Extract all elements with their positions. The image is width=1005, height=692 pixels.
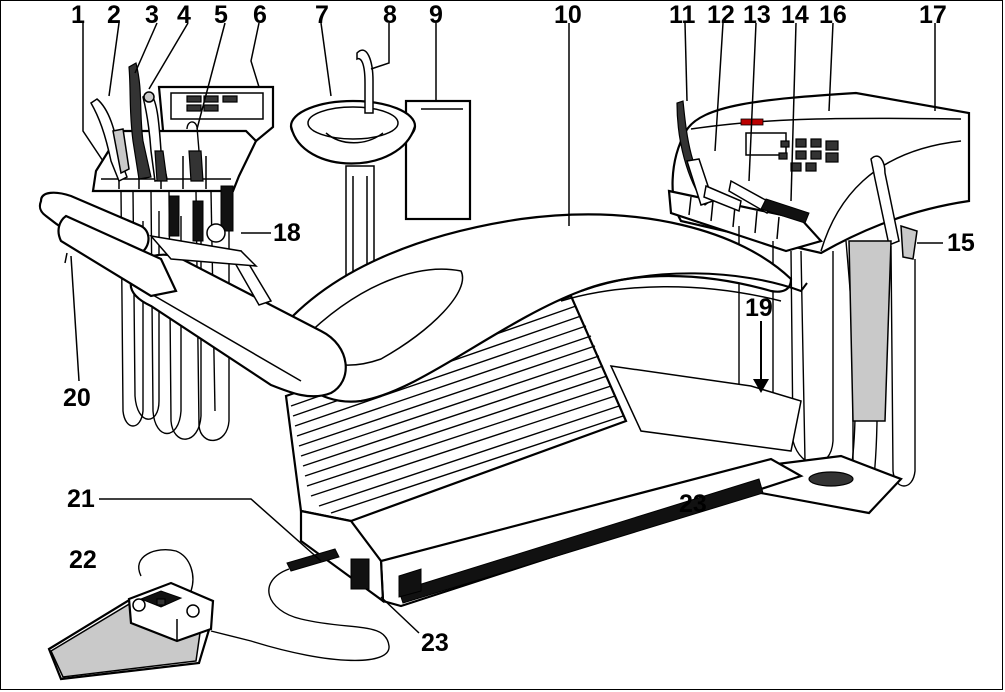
label-18: 18 xyxy=(273,219,301,247)
label-20: 20 xyxy=(63,384,91,412)
holder-joint xyxy=(206,223,226,243)
cuspidor-housing xyxy=(404,99,472,221)
instrument-15 xyxy=(870,155,900,247)
label-9: 9 xyxy=(429,1,443,29)
label-19: 19 xyxy=(745,294,773,322)
arrow-19 xyxy=(753,379,769,393)
label-3: 3 xyxy=(145,1,159,29)
chair-backrest xyxy=(129,253,347,398)
console-keypad xyxy=(778,138,839,172)
label-7: 7 xyxy=(315,1,329,29)
label-6: 6 xyxy=(253,1,267,29)
leader-6 xyxy=(250,22,260,88)
left-instrument-tray xyxy=(90,62,275,442)
leader-3 xyxy=(134,22,158,74)
label-1: 1 xyxy=(71,1,85,29)
leader-21 xyxy=(99,498,322,562)
leader-20 xyxy=(70,255,80,382)
label-8: 8 xyxy=(383,1,397,29)
leader-5 xyxy=(196,22,226,130)
label-13: 13 xyxy=(743,1,771,29)
chair-seat xyxy=(269,213,793,403)
label-14: 14 xyxy=(781,1,809,29)
label-4: 4 xyxy=(177,1,191,29)
glass-filler-spout xyxy=(356,49,374,114)
chair-platform xyxy=(609,365,802,452)
instrument-handpiece-3 xyxy=(128,62,152,180)
leader-4 xyxy=(148,22,189,90)
leader-8 xyxy=(370,23,390,70)
instrument-14 xyxy=(760,198,810,224)
label-5: 5 xyxy=(214,1,228,29)
label-2: 2 xyxy=(107,1,121,29)
leader-11 xyxy=(684,22,688,102)
leader-16 xyxy=(828,22,834,112)
label-23-bottom: 23 xyxy=(421,629,449,657)
labels: 1 2 3 4 5 6 7 8 9 10 11 12 13 14 16 17 1… xyxy=(63,1,975,657)
label-17: 17 xyxy=(919,1,947,29)
leader-23b xyxy=(380,596,420,634)
dental-chair xyxy=(38,191,808,608)
label-11: 11 xyxy=(669,1,696,29)
spittoon-group xyxy=(289,49,472,277)
base-trim-strip xyxy=(398,478,764,604)
leader-lines xyxy=(70,22,943,634)
leader-13 xyxy=(748,22,757,182)
leader-14 xyxy=(790,22,797,202)
label-10: 10 xyxy=(554,1,582,29)
instrument-12 xyxy=(703,184,742,213)
foot-control-cable-plug xyxy=(286,548,340,572)
console-display xyxy=(745,132,787,156)
instrument-handpiece-5 xyxy=(188,150,204,182)
leader-12 xyxy=(714,22,724,152)
label-21: 21 xyxy=(67,485,95,513)
label-23-top: 23 xyxy=(679,490,707,518)
label-22: 22 xyxy=(69,546,97,574)
spittoon-column xyxy=(345,165,375,277)
label-16: 16 xyxy=(819,1,847,29)
leader-7 xyxy=(320,22,332,97)
label-15: 15 xyxy=(947,229,975,257)
leader-1 xyxy=(82,23,104,162)
foot-control xyxy=(47,548,390,681)
right-console xyxy=(667,91,971,515)
instrument-13 xyxy=(728,179,772,215)
leader-2 xyxy=(108,22,120,97)
label-12: 12 xyxy=(707,1,735,29)
